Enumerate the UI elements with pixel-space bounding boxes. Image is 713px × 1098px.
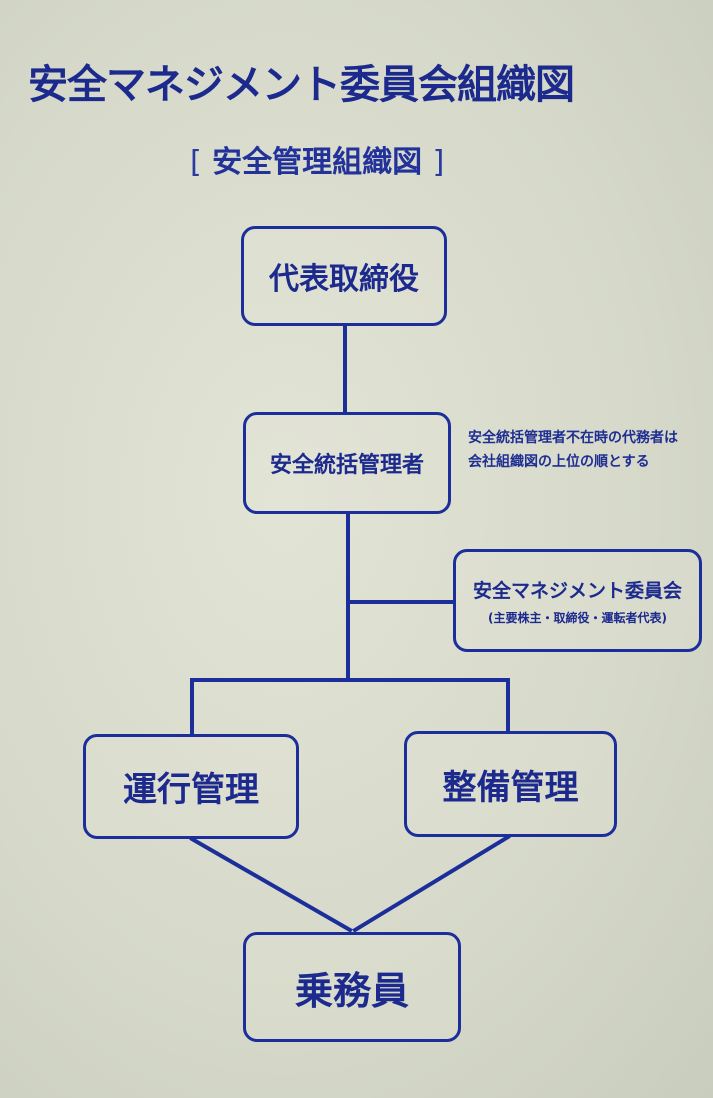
node-safety-manager: 安全統括管理者 <box>243 412 451 514</box>
node-crew-label: 乗務員 <box>294 968 409 1013</box>
node-crew: 乗務員 <box>243 932 461 1042</box>
deputy-note-line-1: 安全統括管理者不在時の代務者は <box>468 430 678 446</box>
node-ceo: 代表取締役 <box>241 226 447 326</box>
node-maintenance-management-label: 整備管理 <box>442 767 579 808</box>
node-safety-committee: 安全マネジメント委員会 (主要株主・取締役・運転者代表) <box>453 549 702 652</box>
node-operations-management-label: 運行管理 <box>123 770 259 810</box>
subtitle-bracket-open: [ <box>190 145 202 180</box>
node-operations-management: 運行管理 <box>83 734 299 839</box>
node-safety-committee-label: 安全マネジメント委員会 <box>472 579 682 602</box>
page-title: 安全マネジメント委員会組織図 <box>28 62 575 108</box>
connector-maintenance-to-crew <box>352 834 511 933</box>
chart-subtitle: [ 安全管理組織図 ] <box>190 137 510 181</box>
deputy-note-line-2: 会社組織図の上位の順とする <box>468 454 650 470</box>
connector-operations-to-crew <box>189 836 353 933</box>
subtitle-text: 安全管理組織図 <box>212 145 423 180</box>
deputy-note: 安全統括管理者不在時の代務者は 会社組織図の上位の順とする <box>468 426 708 474</box>
node-safety-committee-members: (主要株主・取締役・運転者代表) <box>488 610 667 625</box>
subtitle-bracket-close: ] <box>432 145 445 180</box>
node-ceo-label: 代表取締役 <box>269 262 419 297</box>
node-safety-manager-label: 安全統括管理者 <box>269 453 424 478</box>
node-maintenance-management: 整備管理 <box>404 731 617 837</box>
